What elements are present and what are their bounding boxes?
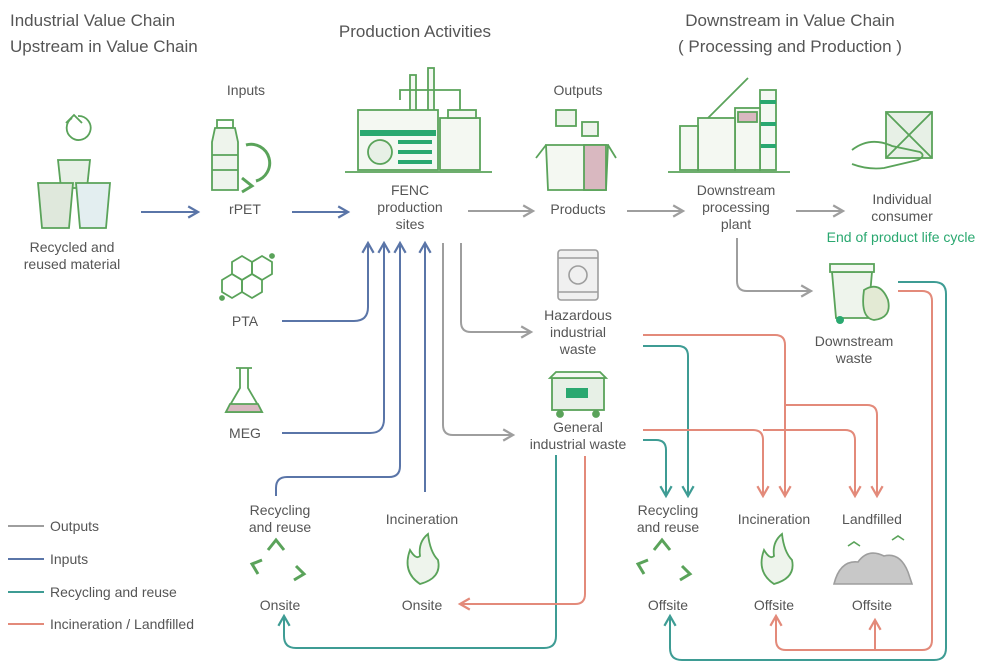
offsite-flame-icon	[760, 532, 794, 585]
arrow-fenc-to-general	[442, 243, 516, 442]
input-arrows	[141, 205, 432, 496]
hazardous-line2: industrial	[549, 324, 607, 340]
legend-inputs: Inputs	[50, 551, 89, 567]
arrow-fenc-to-hazardous	[460, 243, 534, 339]
legend-lines	[8, 525, 44, 625]
downstream-waste-line1: Downstream	[814, 333, 894, 349]
fenc-line1: FENC	[390, 182, 430, 198]
offsite-recycling-line1: Recycling	[637, 502, 699, 518]
inputs-label: Inputs	[226, 82, 266, 98]
offsite-incineration-label: Incineration	[737, 511, 811, 527]
hazardous-line1: Hazardous	[544, 307, 612, 323]
general-waste-line1: General	[553, 419, 603, 435]
processing-plant-icon	[668, 77, 790, 173]
arrow-general-to-offsite-incineration	[643, 429, 770, 499]
arrow-meg-to-fenc	[282, 240, 391, 434]
downstream-plant-line2: processing	[702, 199, 770, 215]
arrow-general-to-landfill	[763, 429, 862, 499]
end-of-life-label: End of product life cycle	[826, 229, 976, 245]
downstream-waste-line2: waste	[835, 350, 873, 366]
offsite-recycling-line2: and reuse	[636, 519, 700, 535]
products-box-icon	[535, 109, 617, 191]
arrow-onsite-recycling-to-fenc	[275, 240, 407, 496]
header-right-line2: ( Processing and Production )	[678, 37, 902, 56]
downstream-plant-line3: plant	[720, 216, 752, 232]
legend-recycling: Recycling and reuse	[50, 584, 177, 600]
arrow-general-to-offsite-recycling	[643, 439, 673, 499]
bottle-icon	[211, 119, 272, 194]
products-label: Products	[550, 201, 606, 217]
hazardous-line3: waste	[559, 341, 597, 357]
pta-label: PTA	[231, 313, 259, 329]
arrow-pta-to-fenc	[282, 240, 375, 322]
fenc-line3: sites	[395, 216, 425, 232]
header-left-line2: Upstream in Value Chain	[10, 37, 198, 56]
factory-icon	[345, 67, 492, 173]
landfill-icon	[832, 535, 914, 585]
pta-molecule-icon	[219, 253, 275, 301]
recycling-arrows	[277, 281, 947, 661]
outputs-label: Outputs	[553, 82, 603, 98]
offsite-recycling-sub: Offsite	[647, 597, 689, 613]
offsite-incineration-sub: Offsite	[753, 597, 795, 613]
header-right-line1: Downstream in Value Chain	[685, 11, 895, 30]
dumpster-icon	[547, 371, 609, 418]
arrow-hazardous-to-offsite-recycling	[643, 345, 695, 499]
onsite-recycling-line1: Recycling	[249, 502, 311, 518]
landfilled-sub: Offsite	[851, 597, 893, 613]
incineration-arrows	[457, 290, 933, 651]
recycled-material-line2: reused material	[23, 256, 121, 272]
onsite-incineration-sub: Onsite	[401, 597, 443, 613]
arrow-downstream-to-waste	[736, 238, 814, 298]
offsite-recycle-icon	[635, 537, 693, 582]
onsite-recycling-sub: Onsite	[259, 597, 301, 613]
onsite-recycling-line2: and reuse	[248, 519, 312, 535]
recycled-material-line1: Recycled and	[29, 239, 115, 255]
onsite-flame-icon	[406, 532, 440, 585]
header-left-line1: Industrial Value Chain	[10, 11, 176, 30]
general-waste-line2: industrial waste	[529, 436, 627, 452]
flask-icon	[224, 367, 264, 413]
arrow-general-to-onsite-recycling	[277, 455, 557, 649]
legend-outputs: Outputs	[50, 518, 100, 534]
fenc-line2: production	[377, 199, 443, 215]
rpet-label: rPET	[229, 201, 261, 217]
hand-package-icon	[851, 111, 933, 170]
output-arrows	[442, 204, 846, 442]
downstream-plant-line1: Downstream	[696, 182, 776, 198]
onsite-recycle-icon	[249, 537, 307, 582]
onsite-incineration-label: Incineration	[385, 511, 459, 527]
arrow-downstream-waste-to-offsite-incineration	[769, 290, 933, 651]
hazardous-barrel-icon	[557, 249, 599, 301]
consumer-line2: consumer	[871, 208, 933, 224]
meg-label: MEG	[229, 425, 261, 441]
arrow-downstream-waste-to-offsite-recycling	[663, 281, 947, 661]
waste-bin-icon	[829, 263, 890, 324]
header-production: Production Activities	[338, 22, 492, 41]
arrow-hazardous-to-landfill	[785, 404, 884, 499]
arrow-general-to-onsite-incineration	[457, 456, 586, 611]
legend-incineration: Incineration / Landfilled	[50, 616, 194, 632]
recycled-cups-icon	[37, 113, 111, 229]
arrow-hazardous-to-offsite-incineration	[643, 334, 792, 499]
consumer-line1: Individual	[872, 191, 932, 207]
landfilled-label: Landfilled	[842, 511, 902, 527]
